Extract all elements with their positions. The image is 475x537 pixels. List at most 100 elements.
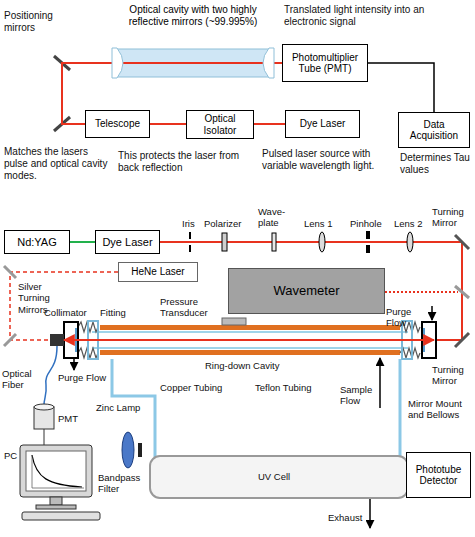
annotation-label: This protects the laser from back reflec… bbox=[118, 150, 258, 174]
annotation-label: Wave-plate bbox=[258, 206, 294, 229]
pinhole-symbol bbox=[366, 245, 370, 253]
isolator-box: Optical Isolator bbox=[186, 110, 254, 139]
annotation-label: PMT bbox=[58, 413, 82, 424]
box-label: Telescope bbox=[95, 118, 140, 130]
beam-connector bbox=[254, 123, 285, 125]
beam-connector bbox=[150, 123, 186, 125]
turning-mirror bbox=[455, 333, 469, 347]
pmt-symbol bbox=[34, 404, 54, 445]
cavity-mirror bbox=[263, 48, 274, 78]
annotation-label: Collimator bbox=[44, 307, 96, 318]
annotation-label: Purge Flow bbox=[58, 372, 108, 383]
teflon-tubing bbox=[112, 359, 400, 457]
bandpass-filter bbox=[138, 443, 142, 457]
annotation-label: Matches the lasers pulse and optical cav… bbox=[4, 146, 112, 182]
iris-symbol bbox=[189, 245, 191, 252]
cavity-mirror bbox=[112, 48, 123, 78]
annotation-label: Positioning mirrors bbox=[4, 10, 64, 34]
cavity-outline bbox=[108, 44, 278, 84]
box-label: Dye Laser bbox=[300, 118, 346, 130]
annotation-label: Zinc Lamp bbox=[96, 402, 146, 413]
box-label: Photomultiplier Tube (PMT) bbox=[287, 52, 363, 75]
pmt-symbol bbox=[44, 429, 45, 445]
ring-down-cavity bbox=[100, 325, 400, 330]
silver-mirror bbox=[4, 334, 16, 346]
optical-cavity: Optical cavity with two highly reflectiv… bbox=[108, 2, 278, 84]
lens-symbol bbox=[407, 232, 413, 252]
data-acquisition-box: Data Acquisition bbox=[398, 112, 470, 148]
laser-box: Dye Laser bbox=[95, 230, 160, 254]
box-label: Phototube Detector bbox=[411, 464, 466, 487]
annotation-label: Copper Tubing bbox=[160, 382, 230, 393]
pc-symbol bbox=[32, 455, 82, 487]
box-label: HeNe Laser bbox=[131, 266, 184, 278]
laser-box: Dye Laser bbox=[285, 110, 360, 138]
annotation-label: Teflon Tubing bbox=[255, 382, 325, 393]
ring-down-cavity bbox=[50, 318, 436, 359]
annotation-label: UV Cell bbox=[258, 471, 308, 482]
ring-down-cavity bbox=[64, 339, 434, 341]
pc-symbol bbox=[26, 451, 86, 491]
pc-symbol bbox=[36, 505, 76, 509]
pinhole-symbol bbox=[366, 231, 370, 239]
laser-beam bbox=[436, 339, 462, 341]
waveplate-symbol bbox=[272, 233, 276, 251]
annotation-label: Sample Flow bbox=[340, 384, 378, 407]
ring-down-cavity bbox=[92, 331, 408, 333]
flow-arrow bbox=[379, 358, 381, 408]
silver-mirror bbox=[4, 266, 16, 278]
annotation-label: Determines Tau values bbox=[400, 152, 472, 176]
pmt-symbol bbox=[34, 404, 54, 410]
annotation-label: Pinhole bbox=[350, 218, 388, 229]
detector-box: Phototube Detector bbox=[406, 452, 471, 498]
laser-box: Nd:YAG bbox=[4, 230, 70, 254]
laser-beam bbox=[160, 241, 462, 243]
beam-connector bbox=[70, 241, 95, 243]
pinhole-symbol bbox=[366, 231, 370, 253]
flow-arrow bbox=[74, 306, 432, 528]
pc-symbol bbox=[32, 455, 33, 488]
ring-down-cavity bbox=[222, 318, 246, 325]
laser-beam bbox=[108, 62, 278, 64]
flow-arrow bbox=[73, 359, 75, 370]
annotation-label: Optical Fiber bbox=[2, 368, 38, 391]
pc-symbol bbox=[22, 512, 100, 520]
polarizer-symbol bbox=[222, 233, 227, 251]
annotation-label: Iris bbox=[182, 218, 202, 229]
cavity-heading: Optical cavity with two highly reflectiv… bbox=[112, 4, 274, 27]
annotation-label: Turning Mirror bbox=[432, 364, 472, 387]
beam-connector bbox=[368, 63, 434, 112]
annotation-label: Pulsed laser source with variable wavele… bbox=[262, 148, 394, 172]
annotation-label: Purge Flow bbox=[386, 306, 432, 329]
annotation-label: Mirror Mount and Bellows bbox=[408, 398, 472, 421]
annotation-label: Turning Mirror bbox=[432, 206, 472, 229]
box-label: Data Acquisition bbox=[403, 119, 465, 142]
laser-box: HeNe Laser bbox=[118, 262, 198, 282]
zinc-lamp bbox=[122, 432, 134, 468]
annotation-label: Lens 1 bbox=[304, 218, 340, 229]
annotation-label: Polarizer bbox=[204, 218, 248, 229]
pc-symbol bbox=[20, 445, 100, 520]
annotation-label: Translated light intensity into an elect… bbox=[284, 4, 469, 28]
iris-symbol bbox=[190, 232, 191, 252]
ring-down-cavity bbox=[92, 347, 408, 349]
teflon-tubing bbox=[399, 359, 402, 457]
lens-symbol bbox=[319, 232, 325, 252]
turning-mirror bbox=[455, 235, 469, 249]
annotation-label: Fitting bbox=[100, 307, 136, 318]
silver-mirror bbox=[4, 266, 16, 346]
annotation-label: Exhaust bbox=[328, 512, 368, 523]
ring-down-cavity bbox=[50, 334, 64, 346]
pc-symbol bbox=[20, 445, 92, 497]
annotation-label: Bandpass Filter bbox=[98, 472, 148, 495]
uv-cell bbox=[150, 456, 408, 498]
pmt-box: Photomultiplier Tube (PMT) bbox=[282, 44, 368, 82]
annotation-label: Lens 2 bbox=[394, 218, 428, 229]
annotation-label: Pressure Transducer bbox=[160, 296, 216, 319]
annotation-label: PC bbox=[4, 450, 18, 461]
iris-symbol bbox=[189, 232, 191, 239]
box-label: Nd:YAG bbox=[17, 236, 57, 249]
ring-down-cavity bbox=[100, 350, 400, 355]
pc-symbol bbox=[50, 497, 62, 505]
